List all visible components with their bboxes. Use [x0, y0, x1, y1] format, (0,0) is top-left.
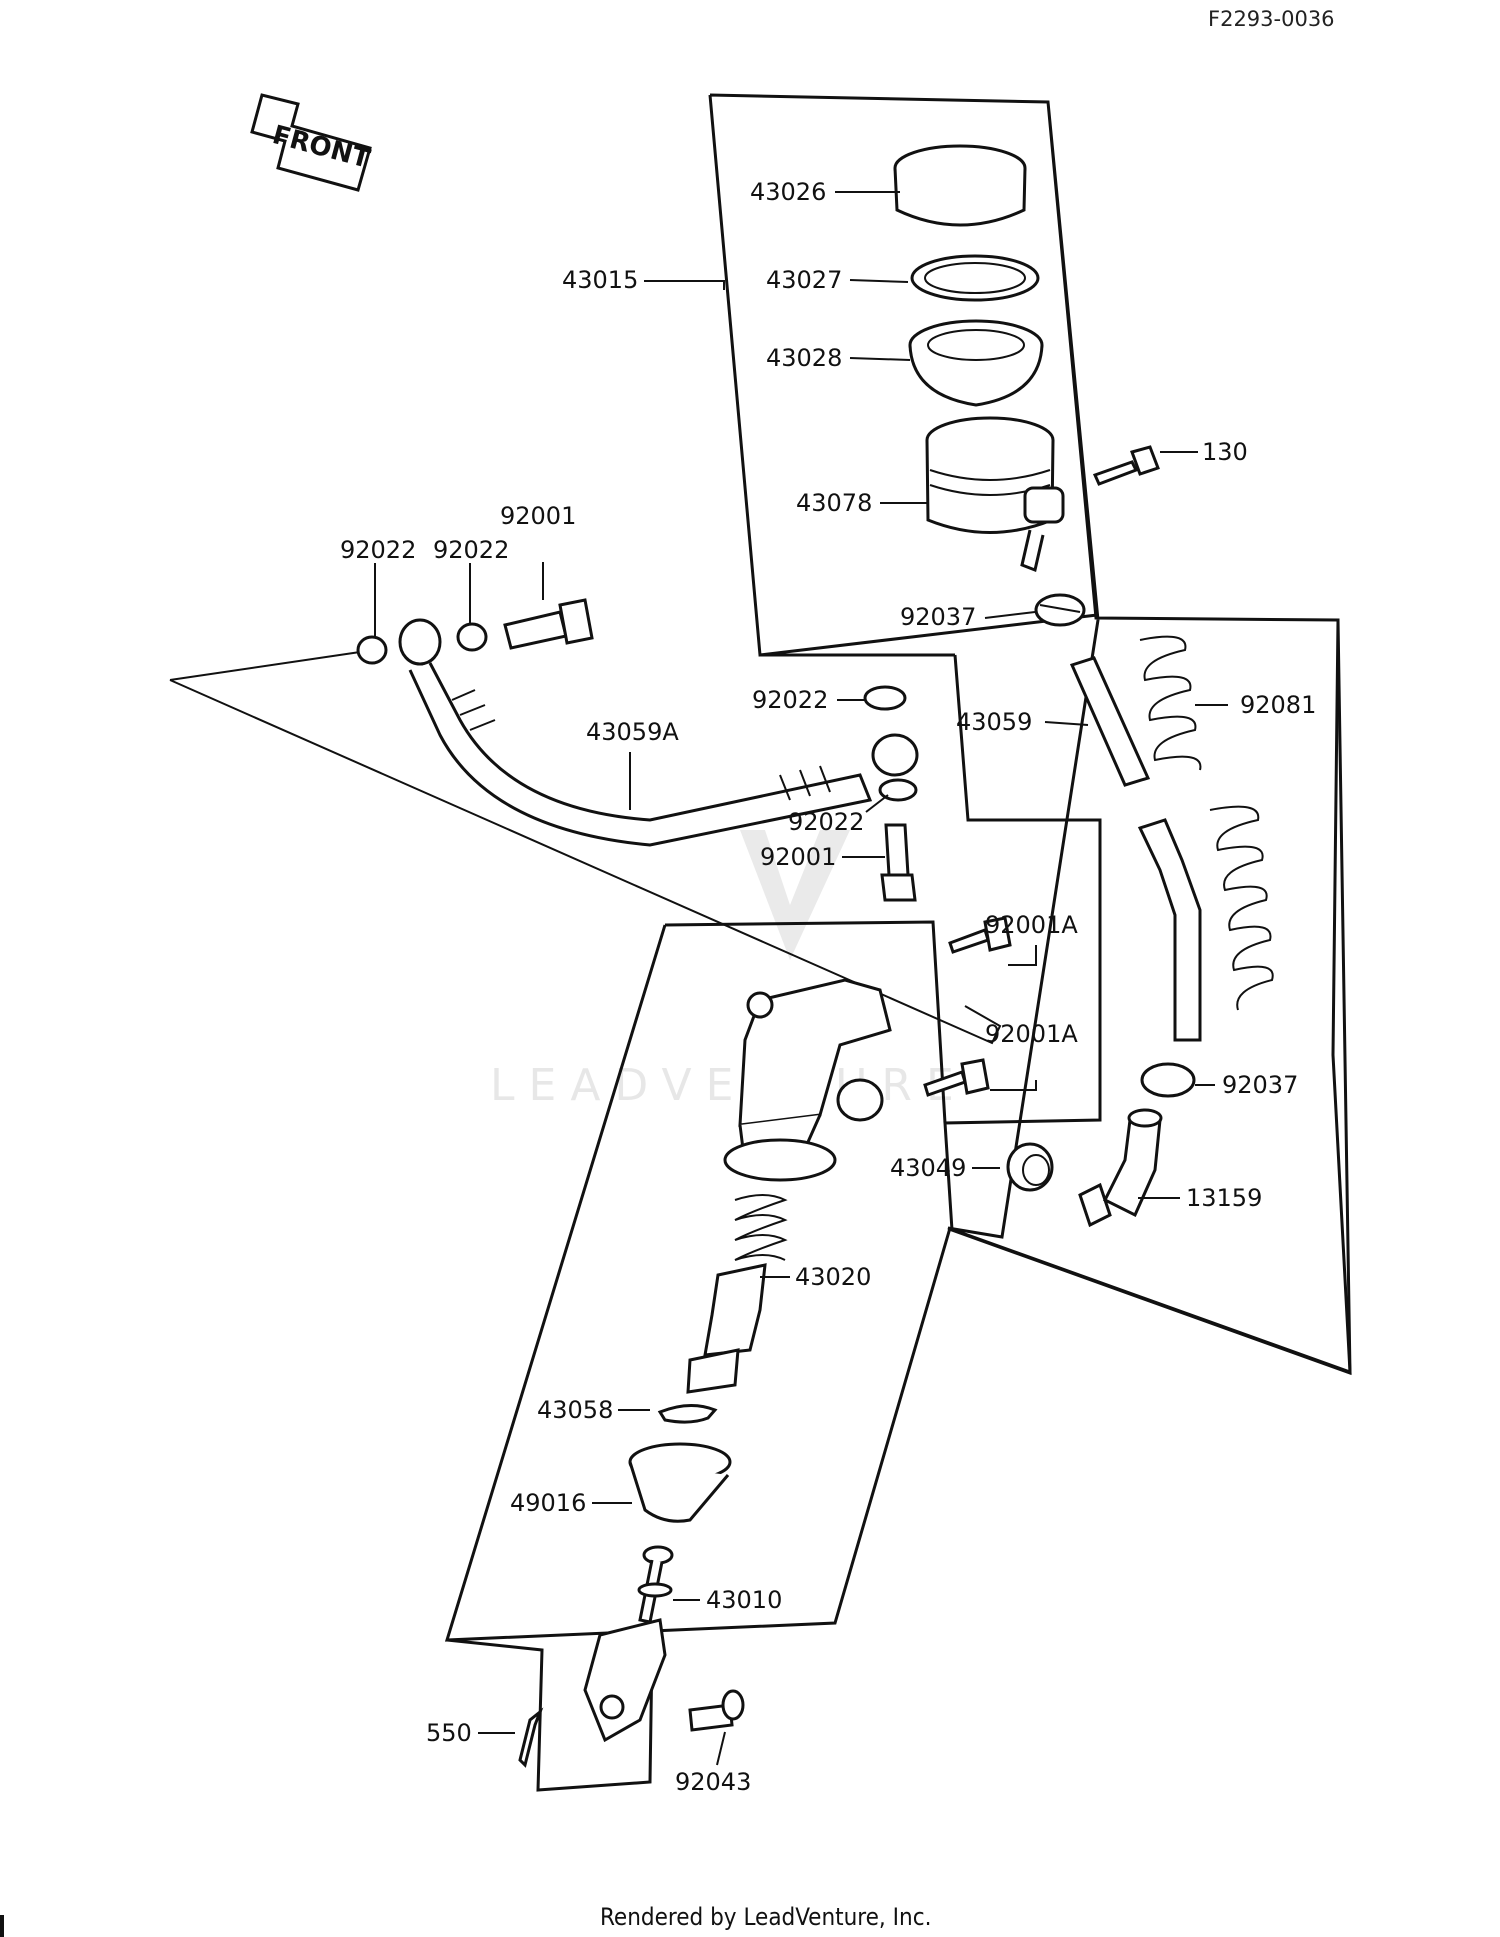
cap-plate [910, 254, 1040, 302]
piston-assembly [686, 1194, 788, 1394]
label-92001-b: 92001 [760, 843, 836, 871]
cotter-pin [518, 1707, 544, 1768]
label-43015: 43015 [562, 266, 638, 294]
label-43020: 43020 [795, 1263, 871, 1291]
label-13159: 13159 [1186, 1184, 1262, 1212]
part-labels: 43026 43015 43027 43028 130 43078 92001 … [340, 178, 1316, 1796]
screw [1092, 445, 1160, 486]
diagram-code: F2293-0036 [1208, 7, 1335, 31]
edge-mark [0, 1915, 4, 1937]
reservoir-cap [893, 144, 1027, 227]
washer-3 [863, 685, 907, 711]
leader-lines [374, 191, 1228, 1766]
label-43028: 43028 [766, 344, 842, 372]
label-43059A: 43059A [586, 718, 679, 746]
label-43078: 43078 [796, 489, 872, 517]
label-43058: 43058 [537, 1396, 613, 1424]
cylinder-group-outline [943, 619, 1352, 1376]
push-rod [637, 1545, 674, 1624]
label-92001: 92001 [500, 502, 576, 530]
banjo-bolt-upper [503, 598, 594, 650]
label-92081: 92081 [1240, 691, 1316, 719]
mounting-bolt-lower [923, 1058, 990, 1097]
dust-boot [628, 1442, 732, 1523]
label-43049: 43049 [890, 1154, 966, 1182]
footer-credit: Rendered by LeadVenture, Inc. [600, 1903, 931, 1931]
clevis [583, 1618, 667, 1743]
clevis-pin [688, 1689, 745, 1732]
banjo-bolt-lower [880, 823, 917, 902]
diaphragm [908, 319, 1044, 407]
circlip [657, 1404, 718, 1424]
label-92043: 92043 [675, 1768, 751, 1796]
label-92022-b: 92022 [433, 536, 509, 564]
washer-1 [356, 635, 388, 665]
label-49016: 49016 [510, 1489, 586, 1517]
reservoir-hose [1069, 656, 1202, 1042]
grommet [1006, 1142, 1054, 1192]
mounting-bolt-upper [948, 916, 1012, 954]
washer-2 [456, 622, 488, 652]
reference-line [169, 651, 1002, 1045]
hose-spring [1139, 635, 1274, 1011]
label-92022-a: 92022 [340, 536, 416, 564]
label-92037-b: 92037 [1222, 1071, 1298, 1099]
hose-clamp-lower [1140, 1062, 1196, 1098]
label-92001A-2: 92001A [985, 1020, 1078, 1048]
label-43059: 43059 [956, 708, 1032, 736]
front-arrow-icon: FRONT [250, 93, 373, 192]
label-92037-a: 92037 [900, 603, 976, 631]
brake-hose [398, 618, 919, 847]
label-92022-c: 92022 [752, 686, 828, 714]
reservoir-tank [925, 416, 1065, 573]
label-92022-d: 92022 [788, 808, 864, 836]
label-550: 550 [426, 1719, 472, 1747]
hose-clamp-upper [1034, 593, 1086, 627]
label-43027: 43027 [766, 266, 842, 294]
svg-text:LEADVENTURE: LEADVENTURE [490, 1060, 968, 1111]
washer-4 [878, 778, 918, 802]
label-130: 130 [1202, 438, 1248, 466]
label-43026: 43026 [750, 178, 826, 206]
label-43010: 43010 [706, 1586, 782, 1614]
label-92001A-1: 92001A [985, 911, 1078, 939]
elbow-fitting [1078, 1108, 1163, 1228]
master-cylinder-body [723, 978, 892, 1182]
